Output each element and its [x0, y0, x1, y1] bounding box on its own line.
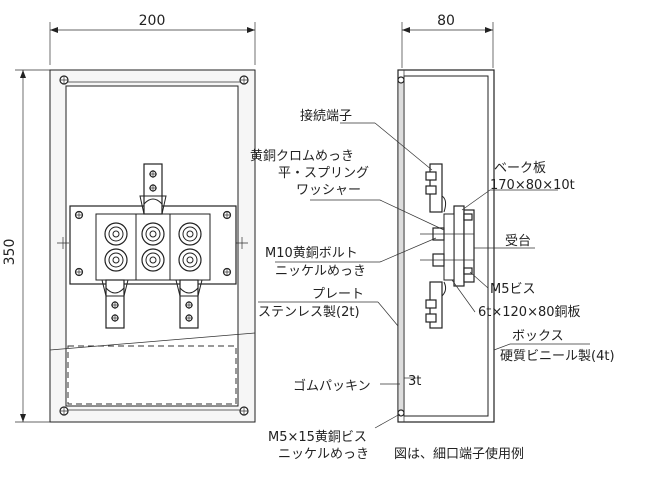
label-plate-2: ステンレス製(2t) [258, 305, 360, 320]
bottom-terminal-left [101, 279, 129, 329]
side-terminal-bottom [425, 281, 447, 329]
side-terminal-top [425, 163, 447, 213]
front-view: 200 350 [2, 13, 256, 423]
height-label: 350 [2, 239, 18, 266]
copper-plate-side [443, 213, 455, 281]
label-chrome-2: 平・スプリング [278, 166, 369, 181]
label-bolt-1: M10黄銅ボルト [265, 246, 358, 261]
label-box-2: 硬質ビニール製(4t) [500, 349, 615, 364]
label-screw-2: ニッケルめっき [278, 447, 369, 462]
side-bolts [420, 213, 474, 275]
depth-dimension: 80 [401, 13, 494, 68]
label-box-1: ボックス [512, 329, 564, 344]
section-line [49, 332, 256, 351]
hidden-outline [67, 345, 237, 405]
label-bake-1: ベーク板 [494, 161, 546, 176]
bottom-terminal-right [175, 279, 203, 329]
width-label: 200 [139, 13, 166, 29]
bolts [104, 222, 202, 272]
side-view: 80 [397, 13, 495, 423]
label-bolt-2: ニッケルめっき [275, 264, 366, 279]
label-bake-2: 170×80×10t [490, 178, 575, 193]
label-chrome-1: 黄銅クロムめっき [250, 149, 354, 164]
label-m5: M5ビス [490, 282, 536, 297]
labels: 接続端子 黄銅クロムめっき 平・スプリング ワッシャー ベーク板 170×80×… [250, 108, 615, 462]
top-terminal [139, 163, 167, 215]
label-support: 受台 [505, 234, 531, 249]
corner-screws [59, 75, 249, 416]
gasket-strip [397, 81, 405, 413]
label-screw-1: M5×15黄銅ビス [268, 430, 367, 445]
depth-label: 80 [437, 13, 455, 29]
label-thickness: 3t [408, 374, 421, 389]
bake-board-screws [74, 210, 232, 277]
label-terminal: 接続端子 [300, 108, 352, 124]
label-gasket: ゴムパッキン [293, 378, 371, 394]
width-dimension: 200 [49, 13, 256, 65]
leader-lines [258, 122, 590, 429]
receiving-stand [463, 209, 475, 283]
mount-marks [57, 237, 248, 249]
bake-board-side [453, 205, 465, 287]
label-copper: 6t×120×80銅板 [478, 305, 581, 320]
label-chrome-3: ワッシャー [296, 183, 361, 198]
height-dimension: 350 [2, 69, 50, 423]
label-plate-1: プレート [312, 287, 364, 302]
label-note: 図は、細口端子使用例 [394, 446, 524, 462]
